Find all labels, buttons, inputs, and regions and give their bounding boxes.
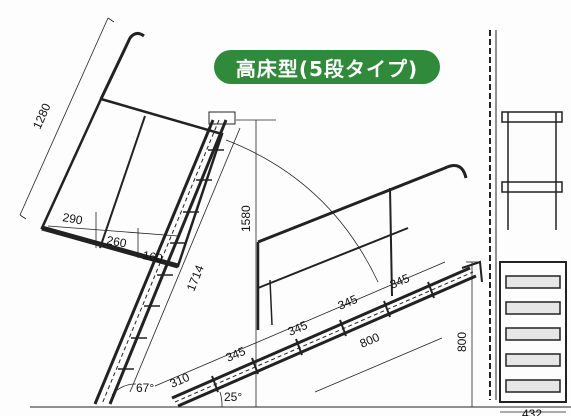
- side-elevation: [466, 30, 567, 413]
- dim-290: 290: [61, 210, 83, 227]
- stored-ladder: [19, 17, 241, 405]
- dim-800-vertical: 800: [455, 332, 469, 352]
- model-type-badge: 高床型(5段タイプ): [214, 50, 440, 84]
- dim-160: 160: [141, 248, 163, 265]
- dim-67-degrees: 67°: [136, 381, 154, 395]
- dim-310: 310: [168, 370, 192, 391]
- dim-345-1: 345: [224, 344, 248, 365]
- dim-1580: 1580: [239, 205, 253, 232]
- dim-260: 260: [105, 233, 127, 250]
- dim-1280: 1280: [30, 101, 54, 131]
- deployed-ladder: [154, 164, 483, 408]
- dim-345-3: 345: [336, 292, 360, 313]
- dim-800-slope: 800: [358, 330, 382, 351]
- dim-1714: 1714: [184, 263, 207, 293]
- dim-25-degrees: 25°: [224, 390, 242, 404]
- swing-arc: [225, 139, 379, 283]
- dim-432: 432: [522, 407, 542, 416]
